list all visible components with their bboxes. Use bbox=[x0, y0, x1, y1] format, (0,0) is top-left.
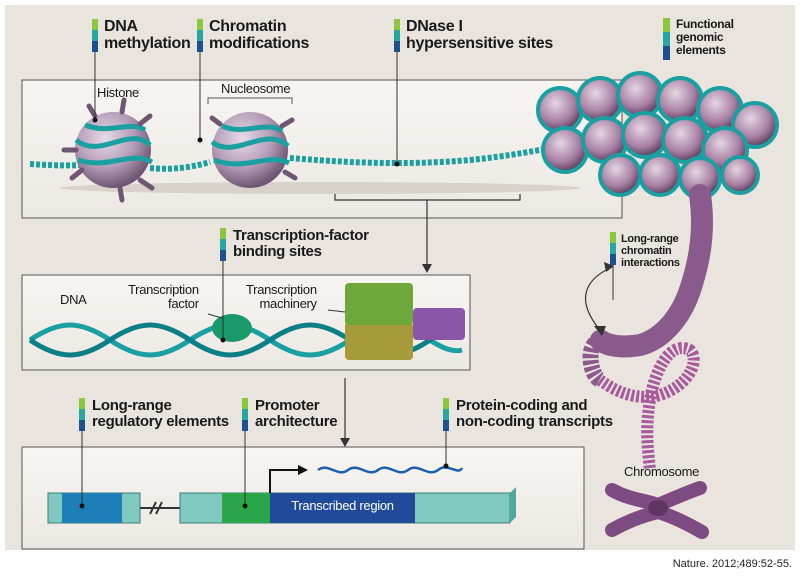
marker-long-range-interactions bbox=[610, 232, 616, 300]
arrow-to-bottom bbox=[340, 438, 350, 447]
marker-dnase-sites bbox=[394, 19, 400, 167]
label-dna: DNA bbox=[60, 292, 87, 307]
interaction-arrowhead-top bbox=[604, 262, 614, 272]
marker-legend bbox=[663, 18, 670, 60]
label-dnase-sites: DNase I hypersensitive sites bbox=[406, 18, 553, 53]
label-transcription-machinery: Transcription machinery bbox=[246, 282, 317, 312]
arrow-to-middle bbox=[422, 264, 432, 273]
label-transcripts: Protein-coding and non-coding transcript… bbox=[456, 397, 613, 431]
top-shadow bbox=[60, 182, 580, 194]
marker-transcripts bbox=[443, 398, 449, 469]
label-chromosome: Chromosome bbox=[624, 464, 700, 479]
top-bracket bbox=[334, 194, 521, 266]
tss-arrowhead bbox=[298, 465, 308, 475]
machinery-leader bbox=[327, 309, 346, 313]
nucleosome bbox=[209, 112, 298, 188]
marker-tf-binding bbox=[220, 228, 226, 343]
tss-arrow bbox=[269, 469, 300, 493]
chromatin-cluster bbox=[536, 71, 779, 200]
citation: Nature. 2012;489:52-55. bbox=[672, 558, 792, 570]
marker-promoter bbox=[242, 398, 248, 509]
transcription-factor-shape bbox=[212, 314, 252, 342]
top-dna-strand bbox=[29, 143, 561, 172]
label-long-range-regulatory: Long-range regulatory elements bbox=[92, 397, 229, 431]
chromatin-fiber bbox=[582, 184, 713, 388]
label-transcription-factor: Transcription factor bbox=[128, 282, 199, 312]
histone-nucleosome bbox=[61, 97, 155, 203]
label-nucleosome: Nucleosome bbox=[221, 81, 291, 96]
label-histone: Histone bbox=[97, 85, 139, 100]
nucleosome-bracket bbox=[207, 97, 293, 104]
transcription-machinery-shape bbox=[345, 283, 465, 360]
chromatin-loop bbox=[596, 342, 700, 471]
label-chromatin-modifications: Chromatin modifications bbox=[209, 18, 310, 53]
gene-diagram bbox=[47, 487, 516, 524]
transcript-wave bbox=[317, 466, 464, 474]
label-transcribed-region: Transcribed region bbox=[291, 498, 394, 513]
marker-chromatin-modifications bbox=[197, 19, 203, 143]
marker-long-range-regulatory bbox=[79, 398, 85, 509]
tf-leader bbox=[207, 313, 223, 319]
interaction-arrowhead-bottom bbox=[594, 326, 606, 336]
label-functional-elements: Functional genomic elements bbox=[676, 17, 734, 57]
label-promoter: Promoter architecture bbox=[255, 397, 338, 431]
interaction-arrow bbox=[584, 267, 611, 331]
chromosome-shape bbox=[605, 481, 709, 539]
label-dna-methylation: DNA methylation bbox=[104, 18, 191, 53]
marker-dna-methylation bbox=[92, 19, 98, 123]
label-long-range-interactions: Long-range chromatin interactions bbox=[621, 233, 680, 269]
label-tf-binding: Transcription-factor binding sites bbox=[233, 227, 369, 261]
